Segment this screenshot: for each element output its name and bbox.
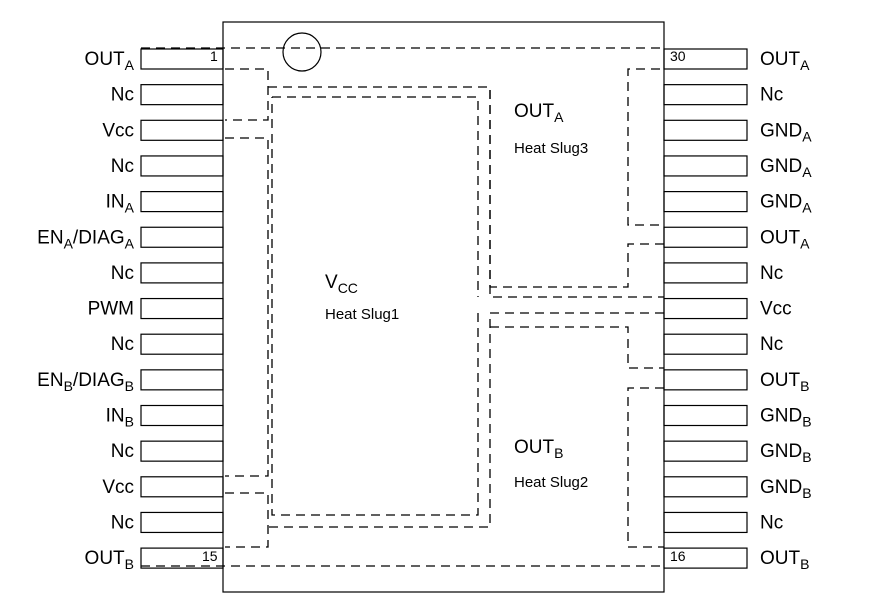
slug1-outline-inner	[272, 96, 479, 297]
svg-text:OUTA: OUTA	[514, 101, 564, 125]
pin-number-15: 15	[202, 548, 218, 564]
slug1-title: V	[325, 272, 338, 293]
left-pin-3	[140, 119, 224, 141]
right-pin-label-15: OUTB	[760, 548, 809, 572]
right-pin-label-2: Nc	[760, 85, 783, 106]
slug3-title: OUT	[514, 101, 555, 122]
right-pin-14	[663, 511, 748, 534]
left-pin-11	[140, 404, 224, 427]
left-pin-14	[140, 511, 224, 534]
right-pin-11	[663, 404, 748, 427]
right-pin-8	[663, 297, 748, 320]
slug1-caption: Heat Slug1	[325, 306, 399, 323]
slug3-title-sub: A	[554, 109, 564, 125]
slug1-label: VCC Heat Slug1	[325, 272, 399, 323]
left-pin-label-10: ENB/DIAGB	[37, 370, 134, 394]
right-pin-5	[663, 191, 748, 213]
right-pin-13	[663, 476, 748, 498]
left-pin-7	[140, 262, 224, 284]
slug1-outline-left3	[225, 492, 269, 548]
right-pin-9	[663, 333, 748, 355]
left-pin-10	[140, 369, 224, 391]
left-pin-label-14: Nc	[111, 512, 134, 533]
right-pin-label-3: GNDA	[760, 120, 812, 144]
right-pin-label-7: Nc	[760, 263, 783, 284]
slug3-label: OUTA Heat Slug3	[514, 101, 588, 157]
slug1-outline-body2	[268, 312, 664, 528]
slug2-title: OUT	[514, 437, 555, 458]
right-pin-label-13: GNDB	[760, 477, 812, 501]
right-pin-label-10: OUTB	[760, 370, 809, 394]
right-pin-6	[663, 226, 748, 248]
right-pin-label-11: GNDB	[760, 406, 812, 430]
slug3-outline	[627, 68, 664, 226]
right-pin-12	[663, 440, 748, 462]
slug1-outline-body	[268, 86, 664, 298]
right-pin-label-5: GNDA	[760, 192, 812, 216]
left-pin-1	[140, 48, 224, 70]
right-pin-label-9: Nc	[760, 334, 783, 355]
svg-text:OUTB: OUTB	[514, 437, 563, 461]
left-pin-label-2: Nc	[111, 85, 134, 106]
left-pin-label-13: Vcc	[102, 477, 134, 498]
left-pin-label-3: Vcc	[102, 120, 134, 141]
right-pin-10	[663, 369, 748, 391]
left-pin-label-12: Nc	[111, 441, 134, 462]
left-pin-12	[140, 440, 224, 462]
right-pin-label-4: GNDA	[760, 156, 812, 180]
slug1-outline-left	[225, 68, 269, 121]
left-pin-8	[140, 297, 224, 320]
right-pin-1	[663, 48, 748, 70]
pin1-orientation-circle	[282, 32, 322, 72]
left-pin-label-8: PWM	[88, 299, 134, 320]
slug1-title-sub: CC	[338, 280, 358, 296]
slug2-outline2	[627, 387, 664, 548]
slug2-label: OUTB Heat Slug2	[514, 437, 588, 491]
right-pin-7	[663, 262, 748, 284]
left-pin-label-9: Nc	[111, 334, 134, 355]
right-pin-3	[663, 119, 748, 141]
left-pin-label-6: ENA/DIAGA	[37, 227, 134, 251]
right-pin-label-1: OUTA	[760, 49, 810, 73]
slug1-outline-left2	[225, 137, 269, 477]
slug2-caption: Heat Slug2	[514, 474, 588, 491]
right-pin-label-8: Vcc	[760, 299, 792, 320]
left-pin-9	[140, 333, 224, 355]
left-pin-4	[140, 155, 224, 177]
right-pin-label-6: OUTA	[760, 227, 810, 251]
right-pin-label-12: GNDB	[760, 441, 812, 465]
left-pin-label-11: INB	[106, 406, 134, 430]
pin-number-16: 16	[670, 548, 686, 564]
svg-text:VCC: VCC	[325, 272, 358, 296]
left-pin-label-7: Nc	[111, 263, 134, 284]
slug2-title-sub: B	[554, 445, 563, 461]
slug2-outline	[490, 326, 664, 369]
right-pin-label-14: Nc	[760, 512, 783, 533]
slug3-outline2	[489, 87, 664, 288]
right-pin-15	[663, 547, 748, 569]
left-pin-2	[140, 84, 224, 106]
slug1-outline-inner2	[271, 97, 479, 516]
right-pin-2	[663, 84, 748, 106]
left-pin-label-1: OUTA	[85, 49, 135, 73]
pin-number-1: 1	[210, 48, 218, 64]
slug3-caption: Heat Slug3	[514, 140, 588, 157]
left-pin-13	[140, 476, 224, 498]
left-pin-label-5: INA	[106, 192, 135, 216]
package-body	[222, 21, 665, 593]
right-pin-4	[663, 155, 748, 177]
left-pin-5	[140, 191, 224, 213]
left-pin-label-4: Nc	[111, 156, 134, 177]
left-pin-label-15: OUTB	[85, 548, 134, 572]
left-pin-15	[140, 547, 224, 569]
pin-number-30: 30	[670, 48, 686, 64]
left-pin-6	[140, 226, 224, 248]
